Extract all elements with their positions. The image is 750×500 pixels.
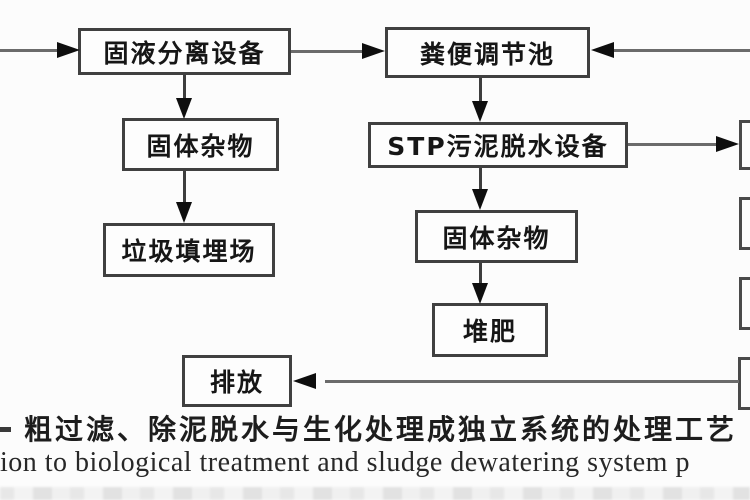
node-label: 排放 [209,368,264,397]
caption-english: ion to biological treatment and sludge d… [0,447,690,478]
edge-rightbox-to-discharge [325,380,739,383]
node-label: STP污泥脱水设备 [387,132,609,161]
arrowhead-down-icon [176,202,192,223]
node-clipped-right-3 [739,277,750,330]
node-label: 粪便调节池 [419,39,555,69]
edge-stp-to-solid2 [479,168,482,190]
edge-stp-to-right-box [628,143,716,146]
clipped-caption-fragment [0,427,11,432]
edge-solid2-to-compost [479,263,482,284]
node-manure-regulating-pool: 粪便调节池 [385,27,590,78]
node-solid-debris-1: 固体杂物 [122,118,279,171]
edge-inlet-to-separator [0,49,57,52]
node-landfill: 垃圾填埋场 [103,223,275,277]
arrowhead-down-icon [176,98,192,119]
caption-chinese: 粗过滤、除泥脱水与生化处理成独立系统的处理工艺 [24,413,738,446]
edge-separator-to-pool [291,50,362,53]
node-solid-liquid-separator: 固液分离设备 [78,28,291,75]
arrowhead-down-icon [472,189,488,210]
edge-rightedge-to-pool [614,49,750,52]
node-stp-sludge-dewatering: STP污泥脱水设备 [368,122,628,168]
node-label: 垃圾填埋场 [121,237,257,266]
node-discharge: 排放 [182,355,292,407]
edge-pool-to-stp [479,78,482,102]
arrowhead-down-icon [472,283,488,304]
arrowhead-right-icon [57,42,80,58]
arrowhead-left-icon [591,42,614,58]
edge-solid1-to-landfill [183,171,186,203]
edge-separator-to-solid1 [183,75,186,99]
bottom-artifact-band [0,487,750,500]
arrowhead-down-icon [472,101,488,122]
arrowhead-left-icon [293,373,316,389]
node-clipped-right-1 [739,120,750,170]
node-solid-debris-2: 固体杂物 [415,210,578,263]
node-compost: 堆肥 [432,303,548,357]
node-label: 固体杂物 [146,131,255,161]
node-label: 堆肥 [462,317,517,346]
node-clipped-right-4 [738,357,750,410]
arrowhead-right-icon [716,136,739,152]
arrowhead-right-icon [362,43,385,59]
node-clipped-right-2 [739,197,750,250]
node-label: 固体杂物 [442,223,551,253]
node-label: 固液分离设备 [103,38,266,68]
